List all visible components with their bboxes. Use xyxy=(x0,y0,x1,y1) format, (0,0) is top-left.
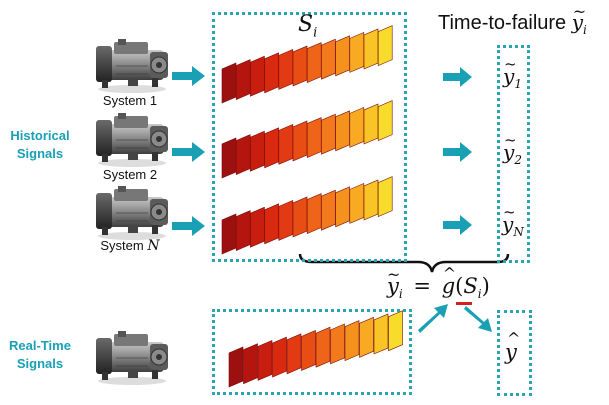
signal-frame xyxy=(363,179,379,221)
historical-signals-label: Historical Signals xyxy=(0,127,80,163)
engine-icon-system-1 xyxy=(95,38,169,93)
signal-frame xyxy=(221,62,237,104)
signal-frame xyxy=(321,113,336,155)
signal-frame xyxy=(243,343,258,385)
signal-frame xyxy=(257,339,273,381)
signal-frame xyxy=(250,206,265,248)
signal-frame xyxy=(349,182,365,224)
signal-frame xyxy=(377,100,393,142)
output-y2: ~y2 xyxy=(503,131,522,167)
system-1-label: System 1 xyxy=(102,93,158,108)
signal-frame xyxy=(363,28,379,70)
prediction-y-hat: ^y xyxy=(505,329,521,364)
signal-frame xyxy=(278,48,294,90)
arrow-down-right-icon xyxy=(464,306,492,332)
signal-frame xyxy=(264,203,279,245)
signal-frame xyxy=(363,103,379,145)
engine-icon-system-n xyxy=(95,185,169,240)
signal-frame xyxy=(321,189,336,231)
signal-frame xyxy=(292,45,308,87)
signal-frame xyxy=(292,120,308,162)
signal-frame xyxy=(264,52,279,94)
signal-frame xyxy=(301,330,316,371)
realtime-label-line2: Signals xyxy=(16,356,64,371)
historical-set-box xyxy=(212,12,407,262)
model-equation: ~yi = ^g(Si) xyxy=(387,264,490,302)
signal-frame xyxy=(377,176,393,218)
signal-frame xyxy=(235,210,251,252)
arrow-right-icon xyxy=(443,215,472,235)
output-values-box xyxy=(497,45,530,263)
signal-frame xyxy=(250,130,265,172)
realtime-signals-label: Real-Time Signals xyxy=(0,337,80,373)
historical-label-line2: Signals xyxy=(16,146,64,161)
prediction-box xyxy=(497,310,532,396)
signal-frame xyxy=(377,25,393,67)
signal-frame xyxy=(292,196,308,238)
realtime-label-line1: Real-Time xyxy=(9,338,71,353)
output-arrows xyxy=(443,67,472,235)
signal-frame xyxy=(335,186,350,228)
signal-frame xyxy=(373,313,389,355)
signal-frame xyxy=(272,336,287,378)
signal-frame xyxy=(349,31,365,73)
arrow-up-right-icon xyxy=(418,304,448,333)
historical-label-line1: Historical xyxy=(10,128,70,143)
arrow-right-icon xyxy=(172,216,205,236)
signal-frame xyxy=(221,137,237,179)
output-y1: ~y1 xyxy=(503,55,522,91)
signal-frame xyxy=(349,106,365,148)
signal-frame xyxy=(235,134,251,176)
equation-arrows xyxy=(418,304,492,333)
signal-frame xyxy=(335,35,350,77)
engine-icon-realtime xyxy=(95,330,169,385)
signal-frame xyxy=(235,59,251,101)
system-2-label: System 2 xyxy=(102,167,158,182)
signal-frame xyxy=(330,323,345,365)
system-n-label: System N xyxy=(100,238,160,254)
set-label: Si xyxy=(298,12,318,41)
arrow-right-icon xyxy=(443,142,472,162)
signal-sequence-system-1 xyxy=(221,25,393,104)
signal-frame xyxy=(335,110,350,152)
signal-frame xyxy=(321,38,336,80)
signal-frame xyxy=(306,42,322,84)
estimator-underline xyxy=(456,302,472,305)
signal-frame xyxy=(306,193,322,235)
signal-sequence-system-2 xyxy=(221,100,393,179)
signal-sequence-realtime xyxy=(228,310,403,388)
signal-frame xyxy=(264,127,279,169)
engine-icon-system-2 xyxy=(95,112,169,167)
signal-frame xyxy=(344,320,360,362)
arrow-right-icon xyxy=(172,66,205,86)
signal-sequence-system-n xyxy=(221,176,393,255)
signal-frame xyxy=(286,333,302,375)
signal-frame xyxy=(278,199,294,241)
signal-frame xyxy=(306,117,322,159)
signal-frame xyxy=(315,326,331,368)
input-arrows xyxy=(172,66,205,236)
realtime-signal-box xyxy=(212,309,412,395)
signal-frame xyxy=(278,123,294,165)
signal-frame xyxy=(250,55,265,97)
signal-frame xyxy=(228,346,244,388)
output-yn: ~yN xyxy=(502,203,524,239)
time-to-failure-header: Time-to-failure ~yi xyxy=(438,2,587,37)
arrow-right-icon xyxy=(443,67,472,87)
signal-frame xyxy=(221,213,237,255)
signal-frame xyxy=(359,316,374,358)
arrow-right-icon xyxy=(172,142,205,162)
